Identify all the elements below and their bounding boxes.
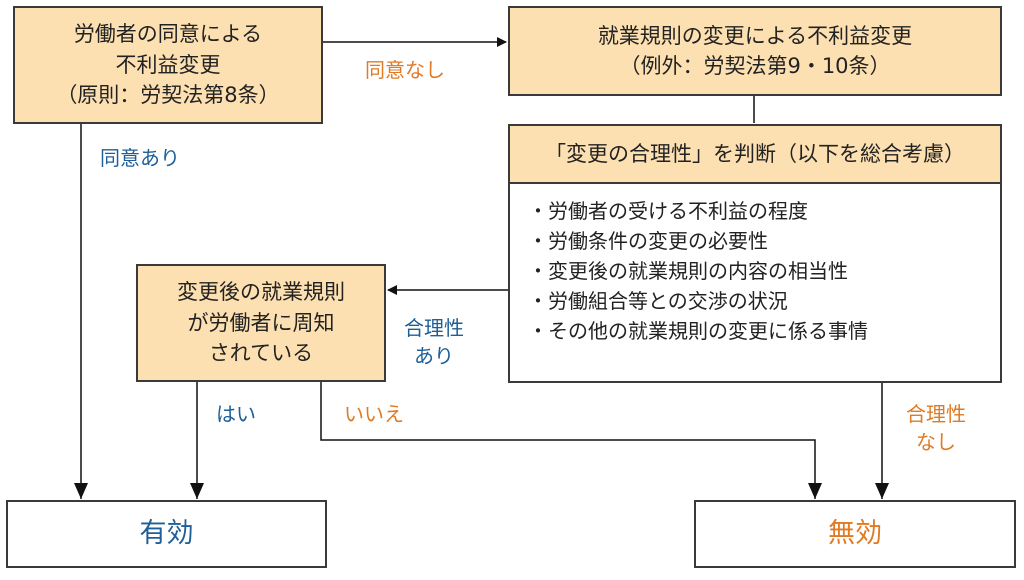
label-yes: はい [216, 402, 256, 426]
edge-no [320, 381, 822, 499]
reasonableness-title: 「変更の合理性」を判断（以下を総合考慮） [508, 124, 1002, 184]
factor-item: ・変更後の就業規則の内容の相当性 [528, 259, 848, 283]
rules-change-box: 就業規則の変更による不利益変更 （例外：労契法第9・10条） [508, 6, 1002, 96]
label-no-consent: 同意なし [365, 58, 445, 82]
consent-box: 労働者の同意による 不利益変更 （原則：労契法第8条） [13, 6, 323, 124]
notice-box: 変更後の就業規則 が労働者に周知 されている [136, 264, 386, 382]
label-reasonable-yes: 合理性 あり [404, 316, 464, 368]
label-reasonable-no: 合理性 なし [906, 402, 966, 454]
invalid-box: 無効 [694, 500, 1016, 568]
factor-item: ・その他の就業規則の変更に係る事情 [528, 319, 868, 343]
factor-item: ・労働条件の変更の必要性 [528, 229, 768, 253]
valid-box: 有効 [6, 500, 327, 568]
label-consent-yes: 同意あり [100, 146, 180, 170]
factor-item: ・労働組合等との交渉の状況 [528, 289, 788, 313]
factor-item: ・労働者の受ける不利益の程度 [528, 199, 808, 223]
label-no: いいえ [344, 402, 404, 426]
reasonableness-factors: ・労働者の受ける不利益の程度 ・労働条件の変更の必要性 ・変更後の就業規則の内容… [508, 182, 1002, 383]
